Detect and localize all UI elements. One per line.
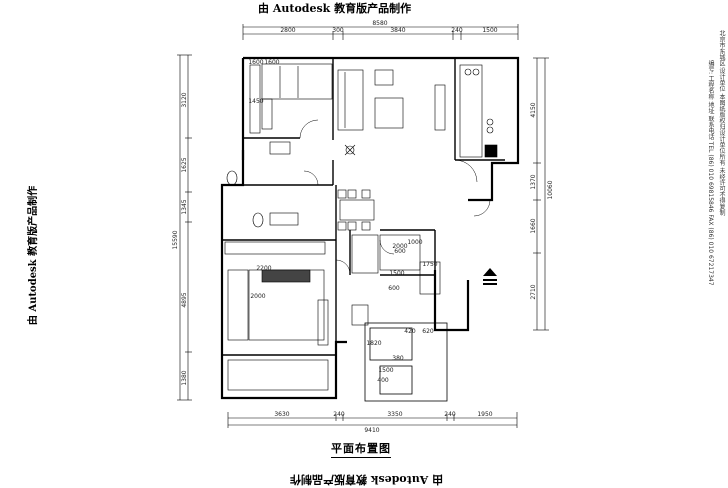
dim-top-total: 8580 [372,20,387,27]
bottom-dim-ticks [227,412,518,428]
dim-interior: 1450 [248,98,263,105]
left-dim-ticks [177,54,192,401]
title-block-text-2: 北京市东城区 设计单位 本图纸版权归设计单位所有 未经许可不得复制 [718,30,725,216]
dim-right-seg: 1660 [530,218,537,233]
second-bedroom-furniture [351,234,441,326]
dim-top-seg: 3840 [390,27,405,34]
dim-interior: 2200 [256,265,271,272]
dim-interior: 600 [394,248,406,255]
dim-interior: 1600 [248,59,263,66]
title-block-strip: 编号: 工程名称 地址 联系电话 TEL (86) 010 69815846 F… [700,20,728,485]
dim-interior: 600 [388,285,400,292]
dim-interior: 620 [422,328,434,335]
master-bedroom-furniture [227,269,329,391]
door-swings [299,119,491,275]
dim-right-seg: 2710 [530,284,537,299]
dim-left-seg: 1345 [181,199,188,214]
interior-walls [222,58,505,398]
dining-furniture [337,189,375,231]
dim-interior: 2000 [250,293,265,300]
dim-bottom-seg: 3350 [387,411,402,418]
dim-interior: 1600 [264,59,279,66]
dim-top-seg: 300 [332,27,344,34]
dim-bottom-seg: 1950 [477,411,492,418]
dim-interior: 1820 [366,340,381,347]
dim-interior: 1000 [407,239,422,246]
top-dim-ticks [242,24,519,40]
dim-top-seg: 240 [451,27,463,34]
dim-interior: 2000 [392,243,407,250]
kitchen-furniture [459,64,498,158]
watermark-top: 由 Autodesk 教育版产品制作 [258,2,412,15]
dim-top-seg: 1500 [482,27,497,34]
dim-left-seg: 4895 [181,292,188,307]
dim-interior: 420 [404,328,416,335]
plan-title: 平面布置图 [331,440,391,458]
dim-bottom-seg: 240 [333,411,345,418]
dim-left-seg: 1625 [181,157,188,172]
title-block-text-1: 编号: 工程名称 地址 联系电话 TEL (86) 010 69815846 F… [707,60,714,286]
dim-right-total: 10060 [547,180,554,199]
dim-interior: 400 [377,377,389,384]
dim-right-seg: 1370 [530,174,537,189]
dim-interior: 1500 [389,270,404,277]
dim-top-seg: 2800 [280,27,295,34]
dim-left-total: 15590 [172,230,179,249]
dim-left-seg: 1380 [181,370,188,385]
right-dim-ticks [533,57,549,331]
dim-left-seg: 3120 [181,92,188,107]
dim-right-seg: 4150 [530,102,537,117]
dim-interior: 1500 [378,367,393,374]
dim-bottom-seg: 240 [444,411,456,418]
balcony [364,322,448,402]
bathroom-fixtures [224,141,326,255]
dim-bottom-total: 9410 [364,427,379,434]
dim-interior: 380 [392,355,404,362]
bedroom-1-furniture [249,63,333,134]
dim-interior: 1750 [422,261,437,268]
living-room-furniture [337,69,446,156]
entrance-stair-icon [483,268,497,285]
dim-bottom-seg: 3630 [274,411,289,418]
